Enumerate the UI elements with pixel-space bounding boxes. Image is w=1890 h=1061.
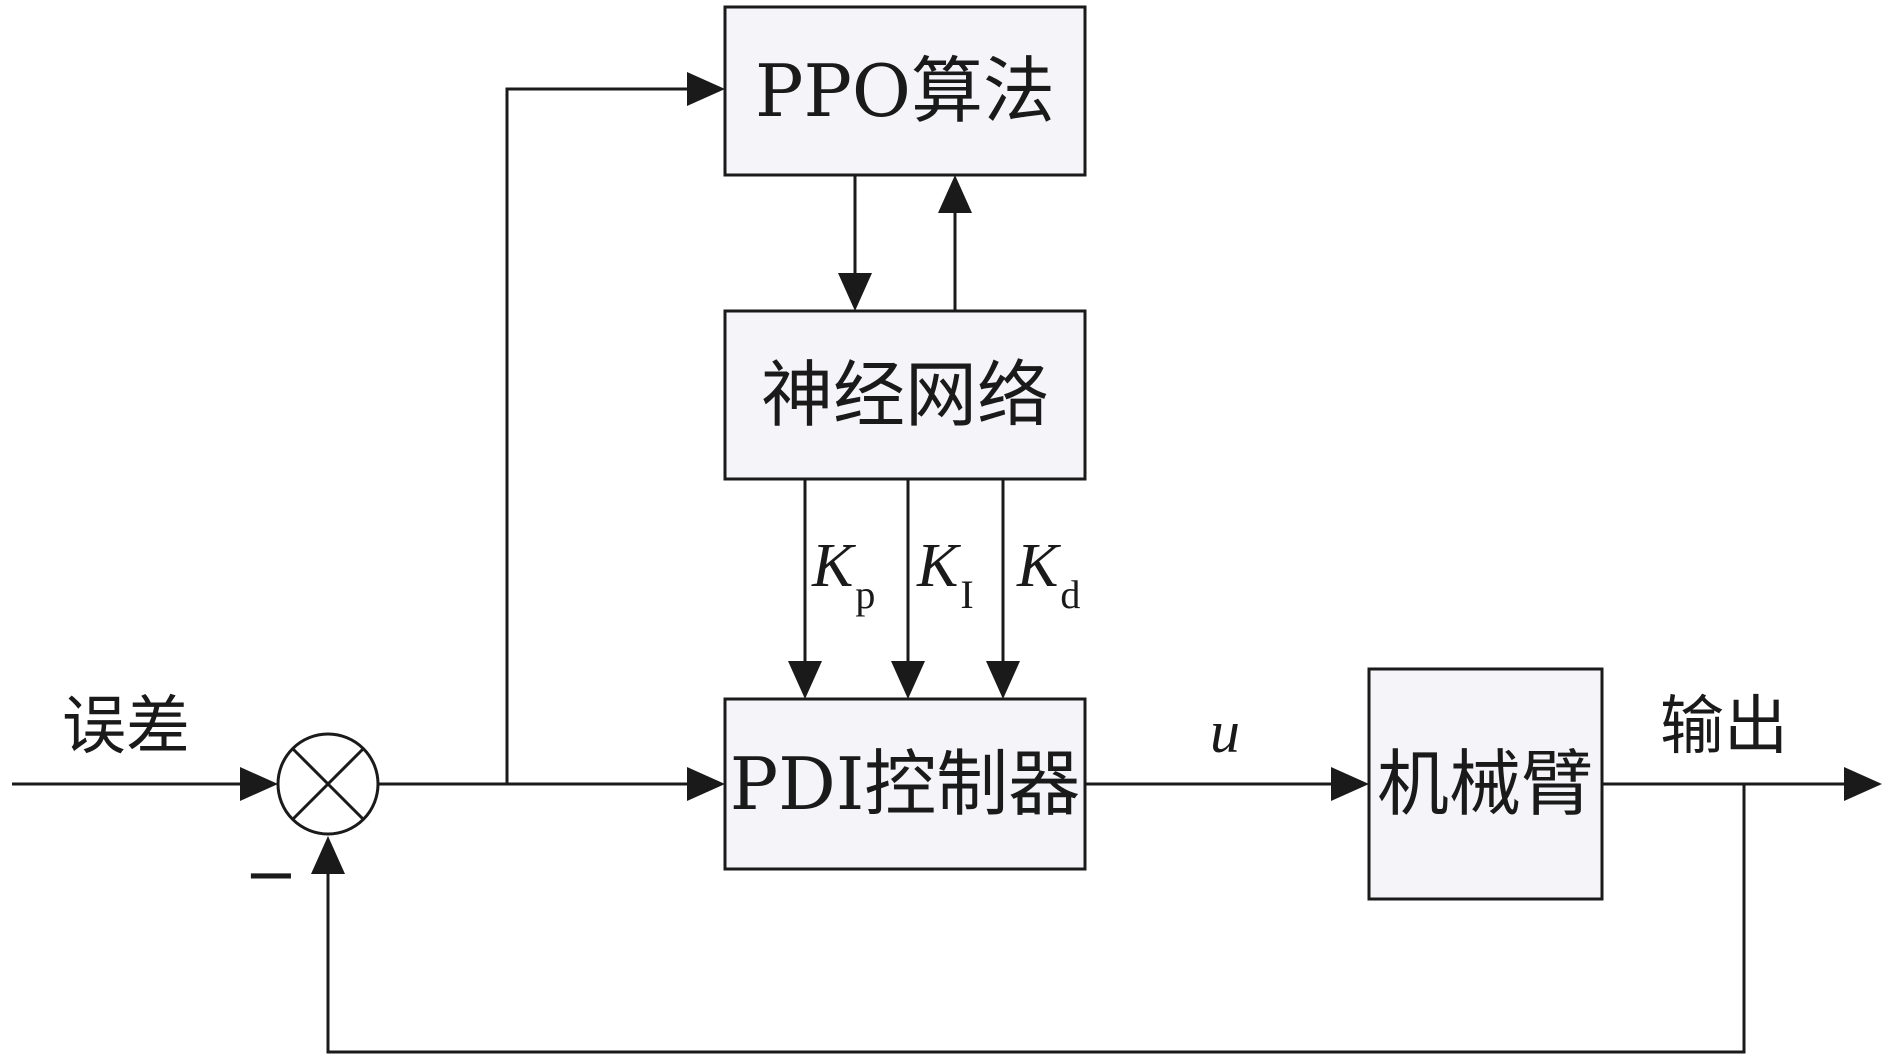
ppo-block: PPO算法 — [723, 5, 1087, 177]
summing-junction — [276, 732, 380, 836]
network-to-ppo-wire — [938, 175, 972, 311]
pdi-controller-block-label: PDI控制器 — [730, 742, 1081, 826]
robot-arm-block-label: 机械臂 — [1377, 742, 1593, 826]
feedback-wire — [311, 784, 1746, 1054]
sum-to-controller-wire — [378, 767, 725, 801]
error-to-ppo-wire — [505, 72, 725, 784]
ppo-to-network-wire — [838, 175, 872, 311]
pdi-controller-block: PDI控制器 — [723, 697, 1087, 871]
neural-network-block-label: 神经网络 — [761, 353, 1049, 437]
output-label: 输出 — [1660, 690, 1788, 764]
ki-gain-subscript: I — [960, 572, 973, 617]
robot-arm-block: 机械臂 — [1367, 667, 1604, 901]
kp-gain-label: Kp — [811, 532, 875, 617]
kd-gain-symbol: K — [1016, 532, 1062, 600]
minus-sign: − — [244, 838, 298, 912]
kd-gain-label: Kd — [1016, 532, 1080, 617]
kd-gain-subscript: d — [1060, 572, 1080, 617]
ki-gain-symbol: K — [916, 532, 962, 600]
kp-gain-symbol: K — [811, 532, 857, 600]
kd-gain-wire — [986, 479, 1020, 699]
control-signal-wire — [1085, 767, 1369, 801]
error-label: 误差 — [62, 690, 190, 764]
neural-network-block: 神经网络 — [723, 309, 1087, 481]
kp-gain-wire — [788, 479, 822, 699]
ki-gain-wire — [891, 479, 925, 699]
ki-gain-label: KI — [916, 532, 974, 617]
ppo-block-label: PPO算法 — [755, 49, 1055, 133]
error-input-wire — [12, 767, 278, 801]
control-signal-label: u — [1210, 699, 1240, 765]
output-wire — [1602, 767, 1882, 801]
kp-gain-subscript: p — [855, 572, 875, 617]
